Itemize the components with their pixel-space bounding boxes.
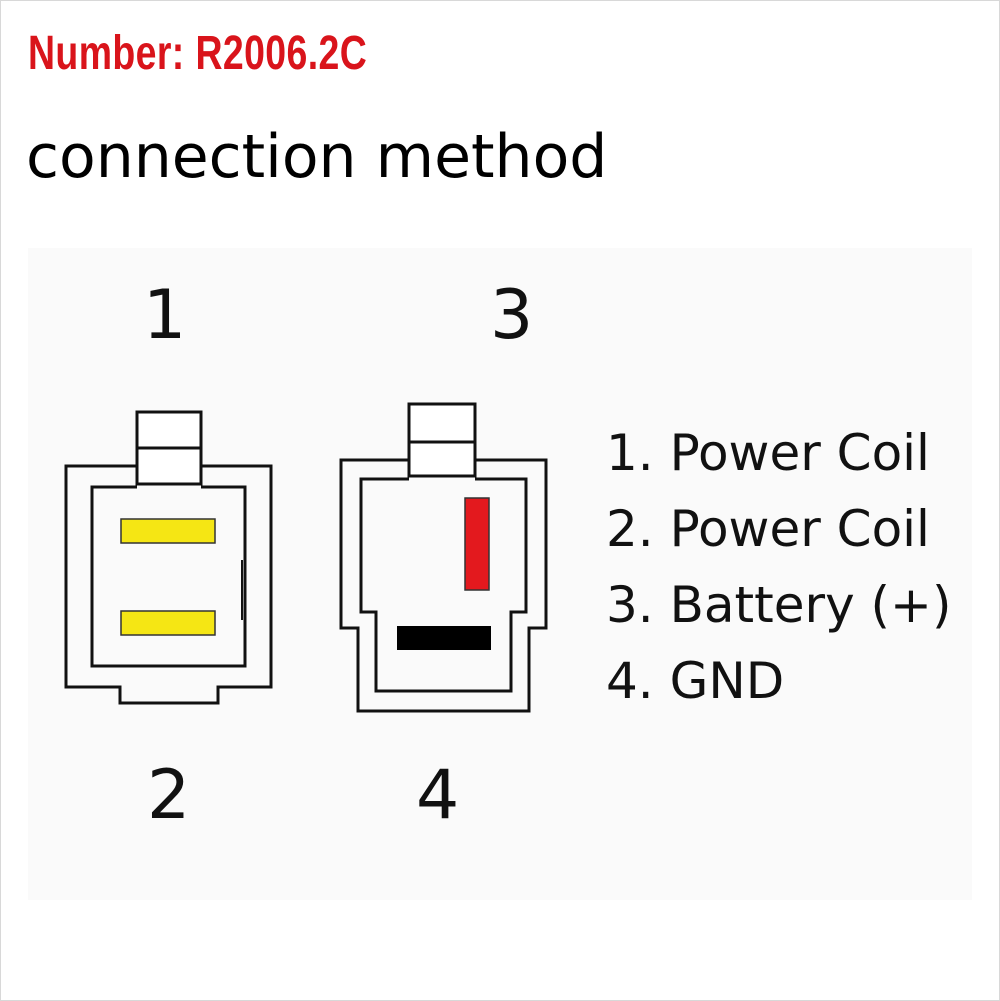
pin-number-3: 3 (490, 276, 533, 355)
page-title: connection method (26, 122, 608, 192)
legend-item-4: 4. GND (606, 652, 785, 710)
pin-number-1: 1 (143, 276, 186, 355)
terminal-pin2-power-coil (120, 610, 216, 636)
terminal-pin4-gnd (397, 626, 491, 650)
left-connector (64, 410, 273, 705)
legend-item-2: 2. Power Coil (606, 500, 930, 558)
right-connector (339, 402, 548, 713)
terminal-pin3-battery (464, 497, 490, 591)
legend-item-3: 3. Battery (+) (606, 576, 952, 634)
right-connector-inner (359, 477, 528, 693)
left-connector-housing (64, 464, 273, 705)
part-number: Number: R2006.2C (28, 27, 368, 80)
pin-legend: 1. Power Coil 2. Power Coil 3. Battery (… (606, 415, 951, 719)
left-connector-inner (90, 485, 247, 668)
diagram-panel (28, 248, 972, 900)
terminal-pin1-power-coil (120, 518, 216, 544)
right-connector-housing (339, 458, 548, 713)
pin-number-4: 4 (416, 756, 459, 835)
right-connector-latch (407, 402, 477, 478)
pin-number-2: 2 (147, 756, 190, 835)
legend-item-1: 1. Power Coil (606, 424, 930, 482)
